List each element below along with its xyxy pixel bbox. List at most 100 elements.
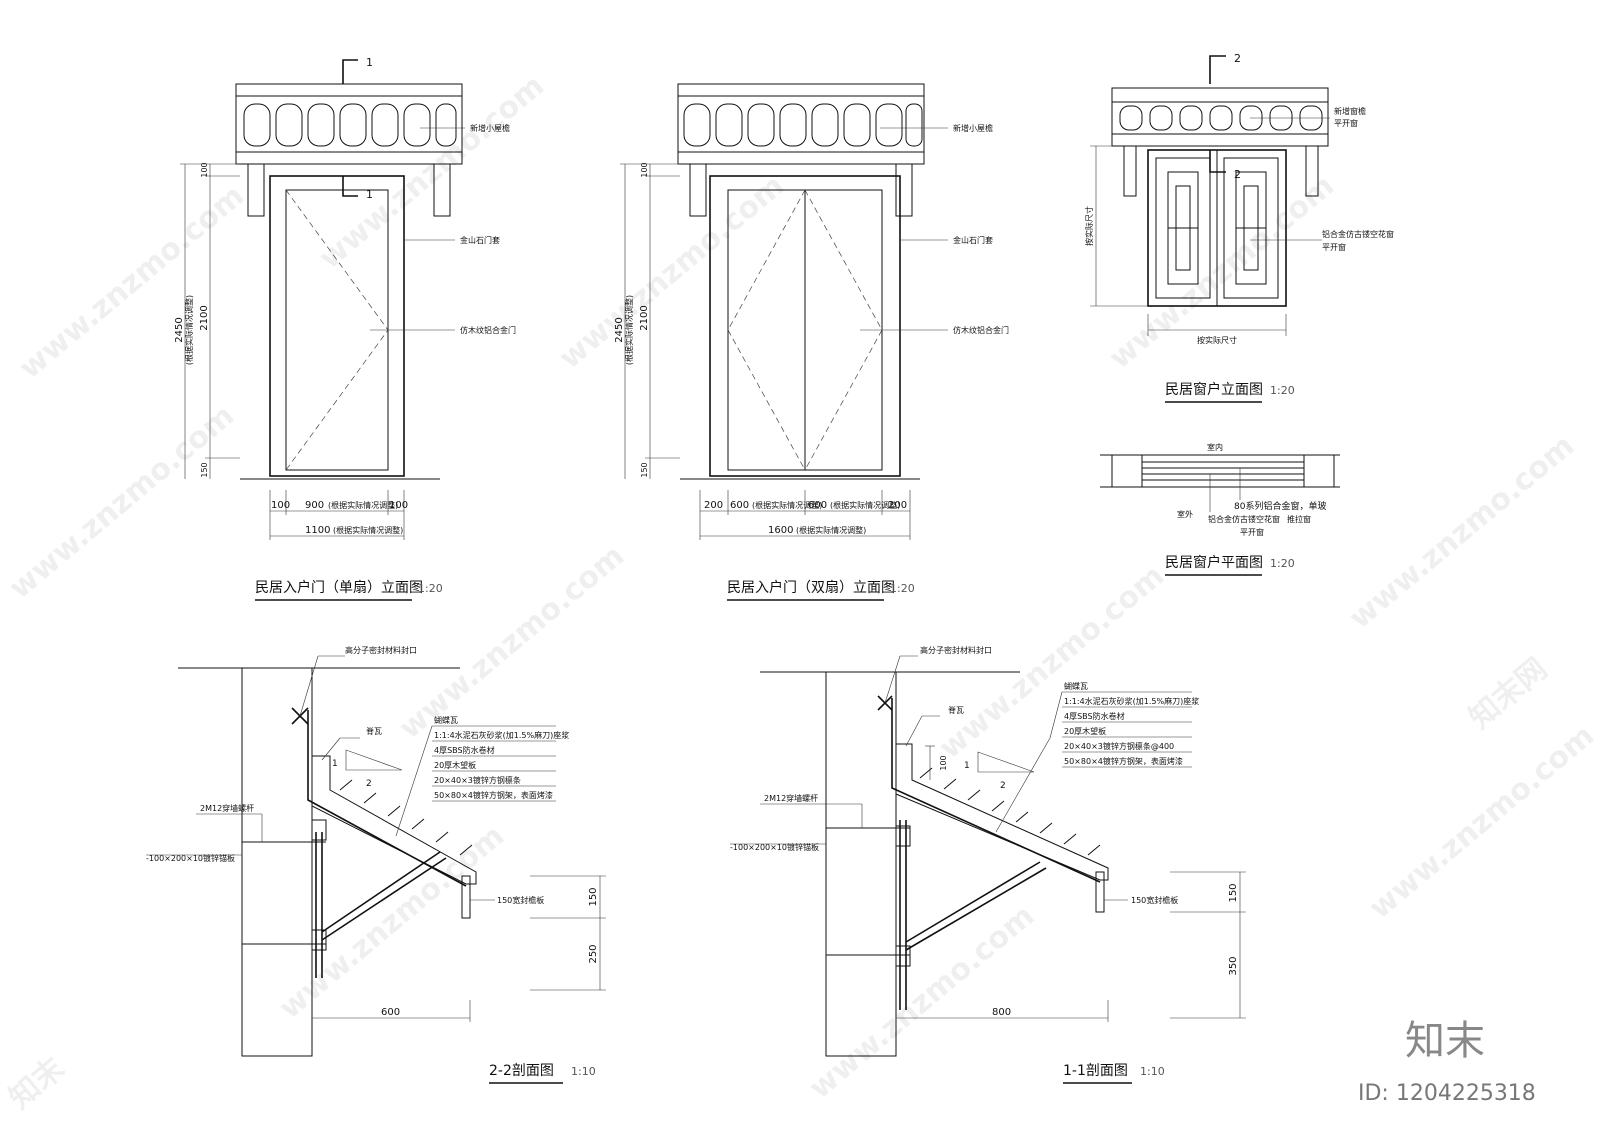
- height-label: 按实际尺寸: [1084, 206, 1094, 246]
- dim-350: 350: [1228, 956, 1239, 975]
- purlin-label: 20×40×3镀锌方钢檩条: [434, 775, 521, 785]
- section-2-2: 高分子密封材料封口 脊瓦 1 2 蝴蝶瓦 1:1:4水泥石灰砂浆(加1.5%麻刀…: [146, 645, 606, 1084]
- brand-logo: 知末: [1405, 1018, 1485, 1064]
- double-door-title: 民居入户门（双扇）立面图: [727, 579, 895, 596]
- single-door-title: 民居入户门（单扇）立面图: [255, 579, 423, 596]
- frame-right-dim: 200: [888, 500, 907, 511]
- plan-note-1: 80系列铝合金窗，单玻: [1234, 500, 1326, 512]
- single-door-scale: 1:20: [418, 582, 443, 595]
- frame-label: 50×80×4镀锌方钢架，表面烤漆: [1064, 756, 1183, 766]
- total-width-note: (根据实际情况调整): [333, 525, 403, 535]
- window-elevation-title: 民居窗户立面图: [1165, 381, 1263, 398]
- watermark-site-2: www.znzmo.com: [313, 68, 551, 276]
- watermark-site-6: www.znzmo.com: [393, 538, 631, 746]
- width-label: 按实际尺寸: [1197, 335, 1237, 345]
- leaf-right-note: (根据实际情况调整): [830, 500, 900, 510]
- watermark-site-9: www.znzmo.com: [273, 818, 511, 1026]
- section-1-1: 高分子密封材料封口 脊瓦 100 1 2 蝴蝶瓦 1:1:4水泥石灰砂浆(加1.…: [730, 645, 1246, 1084]
- frame-label: 50×80×4镀锌方钢架，表面烤漆: [434, 790, 553, 800]
- frame-label: 金山石门套: [953, 235, 993, 245]
- eave-label-1: 新增窗檐: [1334, 106, 1366, 116]
- window-plan-scale: 1:20: [1270, 557, 1295, 570]
- watermark-site-7: www.znzmo.com: [933, 558, 1171, 766]
- window-label-1: 铝合金仿古镂空花窗: [1322, 229, 1394, 239]
- window-elevation-scale: 1:20: [1270, 384, 1295, 397]
- eave-tiles: [683, 103, 923, 147]
- sill-dim: 150: [640, 462, 649, 477]
- section-11-scale: 1:10: [1140, 1065, 1165, 1078]
- plan-note-2: 推拉窗: [1287, 514, 1311, 524]
- top-dim: 100: [640, 162, 649, 177]
- window-elevation: 2 2 新增窗檐 平开窗 铝合金仿古镂空花窗 平开窗 按实际尺寸 按实际尺寸 民…: [1084, 52, 1394, 403]
- watermark-brand: 知末: [3, 1051, 71, 1116]
- total-height-note: (根据实际情况调整): [624, 295, 634, 365]
- section-22-title: 2-2剖面图: [489, 1063, 554, 1079]
- eave-label: 新增小屋檐: [953, 123, 993, 133]
- tile-label: 蝴蝶瓦: [1064, 681, 1088, 691]
- door-width-note: (根据实际情况调整): [328, 500, 398, 510]
- top-dim: 100: [200, 162, 209, 177]
- frame-left-dim: 100: [271, 500, 290, 511]
- ridge-tile-label: 脊瓦: [948, 705, 964, 715]
- watermark-site-8: www.znzmo.com: [1343, 428, 1581, 636]
- total-height-dim: 2450: [174, 317, 185, 342]
- section-mark-bottom: 1: [366, 188, 373, 201]
- total-height-dim: 2450: [614, 317, 625, 342]
- eave-tiles: [243, 103, 457, 147]
- section-mark-bottom: 2: [1234, 168, 1241, 181]
- slope-rise: 1: [332, 759, 338, 769]
- door-width-dim: 900: [305, 500, 324, 511]
- window-plan-title: 民居窗户平面图: [1165, 554, 1263, 571]
- sealant-label: 高分子密封材料封口: [345, 645, 417, 655]
- total-width-dim: 1100: [305, 525, 330, 536]
- dim-150: 150: [588, 887, 599, 906]
- drawing-id: ID: 1204225318: [1358, 1081, 1536, 1106]
- leaf-left-dim: 600: [730, 500, 749, 511]
- plate-label: -100×200×10镀锌锚板: [730, 842, 819, 852]
- inside-label: 室内: [1207, 442, 1223, 452]
- board-label: 20厚木望板: [1064, 726, 1106, 736]
- fascia-label: 150宽封檐板: [497, 895, 544, 905]
- watermark-site-11: www.znzmo.com: [1363, 718, 1600, 926]
- watermark-site-cn: 知末网: [1463, 651, 1554, 736]
- sbs-label: 4厚SBS防水卷材: [1064, 711, 1125, 721]
- plan-note-4: 平开窗: [1240, 527, 1264, 537]
- door-height-dim: 2100: [199, 305, 210, 330]
- ridge-tile-label: 脊瓦: [366, 726, 382, 736]
- ridge-dim: 100: [939, 755, 948, 770]
- leaf-right-dim: 600: [808, 500, 827, 511]
- door-height-dim: 2100: [639, 305, 650, 330]
- plan-note-3: 铝合金仿古镂空花窗: [1208, 514, 1280, 524]
- bolt-label: 2M12穿墙螺杆: [200, 803, 254, 813]
- slope-run: 2: [366, 779, 372, 789]
- dim-600: 600: [381, 1007, 400, 1018]
- fascia-label: 150宽封檐板: [1131, 895, 1178, 905]
- sill-dim: 150: [200, 462, 209, 477]
- double-door-scale: 1:20: [890, 582, 915, 595]
- sbs-label: 4厚SBS防水卷材: [434, 745, 495, 755]
- door-label: 仿木纹铝合金门: [953, 325, 1009, 335]
- watermark-site-5: www.znzmo.com: [3, 398, 241, 606]
- mortar-label: 1:1:4水泥石灰砂浆(加1.5%麻刀)座浆: [1064, 696, 1199, 706]
- section-11-title: 1-1剖面图: [1063, 1063, 1128, 1079]
- leaf-left-note: (根据实际情况调整): [752, 500, 822, 510]
- eave-label: 新增小屋檐: [470, 123, 510, 133]
- plate-label: -100×200×10镀锌锚板: [146, 853, 235, 863]
- mortar-label: 1:1:4水泥石灰砂浆(加1.5%麻刀)座浆: [434, 730, 569, 740]
- frame-right-dim: 100: [389, 500, 408, 511]
- purlin-label: 20×40×3镀锌方钢檩条@400: [1064, 741, 1174, 751]
- window-label-2: 平开窗: [1322, 242, 1346, 252]
- double-door-elevation: 金山石门套 仿木纹铝合金门 新增小屋檐 2450 (根据实际情况调整) 100 …: [614, 83, 1009, 601]
- total-width-dim: 1600: [768, 525, 793, 536]
- frame-left-dim: 200: [704, 500, 723, 511]
- tile-label: 蝴蝶瓦: [434, 715, 458, 725]
- dim-800: 800: [992, 1007, 1011, 1018]
- section-mark-top: 2: [1234, 52, 1241, 65]
- section-22-scale: 1:10: [571, 1065, 596, 1078]
- door-label: 仿木纹铝合金门: [460, 325, 516, 335]
- bolt-label: 2M12穿墙螺杆: [764, 793, 818, 803]
- board-label: 20厚木望板: [434, 760, 476, 770]
- outside-label: 室外: [1177, 509, 1193, 519]
- window-plan: 室内 室外 80系列铝合金窗，单玻 推拉窗 铝合金仿古镂空花窗 平开窗 民居窗户…: [1100, 442, 1340, 576]
